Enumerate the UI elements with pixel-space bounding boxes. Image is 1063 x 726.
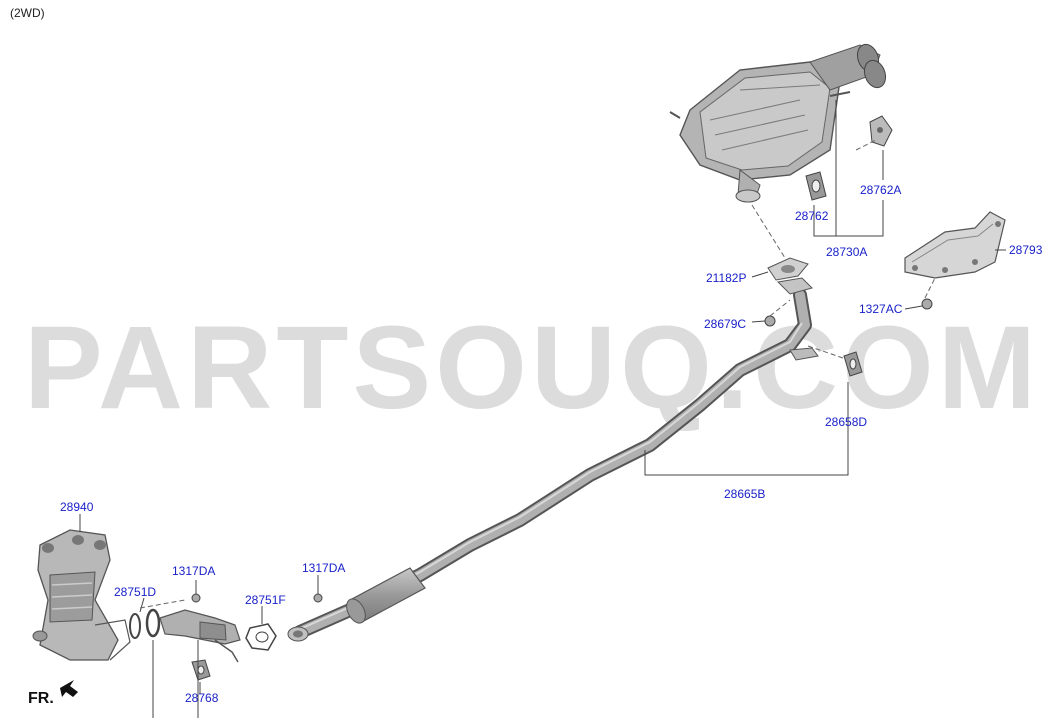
- hanger-28762a: [869, 115, 893, 147]
- nut-28679c: [764, 315, 776, 327]
- front-direction-label: FR.: [28, 690, 54, 707]
- gasket-21182p: [767, 257, 809, 281]
- callout-28658d[interactable]: 28658D: [825, 415, 868, 429]
- callout-28762a[interactable]: 28762A: [860, 183, 902, 197]
- hanger-28768: [191, 659, 211, 681]
- hanger-28658d: [843, 351, 863, 377]
- catalytic-converter: [32, 529, 131, 661]
- callout-28730a[interactable]: 28730A: [826, 245, 868, 259]
- callout-28940[interactable]: 28940: [60, 500, 94, 514]
- callout-28768[interactable]: 28768: [185, 691, 219, 705]
- callout-28751d[interactable]: 28751D: [114, 585, 157, 599]
- gasket-28751d: [129, 608, 161, 639]
- callout-28679c[interactable]: 28679C: [704, 317, 747, 331]
- center-pipe: [287, 277, 819, 642]
- rear-muffler: [669, 43, 887, 203]
- hanger-28762: [805, 171, 827, 201]
- nut-1327ac: [921, 298, 933, 310]
- gasket-28751f: [245, 623, 277, 651]
- callout-28762[interactable]: 28762: [795, 209, 829, 223]
- front-arrow-icon: [60, 680, 78, 697]
- callout-28665b[interactable]: 28665B: [724, 487, 766, 501]
- callout-21182p[interactable]: 21182P: [706, 271, 747, 285]
- heat-protector: [904, 211, 1006, 279]
- callout-1317da-front[interactable]: 1317DA: [172, 564, 216, 578]
- callout-28751f[interactable]: 28751F: [245, 593, 286, 607]
- callout-1317da-rear[interactable]: 1317DA: [302, 561, 346, 575]
- leader-lines: [79, 100, 1006, 718]
- dashed-lines: [139, 139, 936, 609]
- callout-28793[interactable]: 28793: [1009, 243, 1043, 257]
- variant-label: (2WD): [10, 6, 45, 20]
- callout-1327ac[interactable]: 1327AC: [859, 302, 903, 316]
